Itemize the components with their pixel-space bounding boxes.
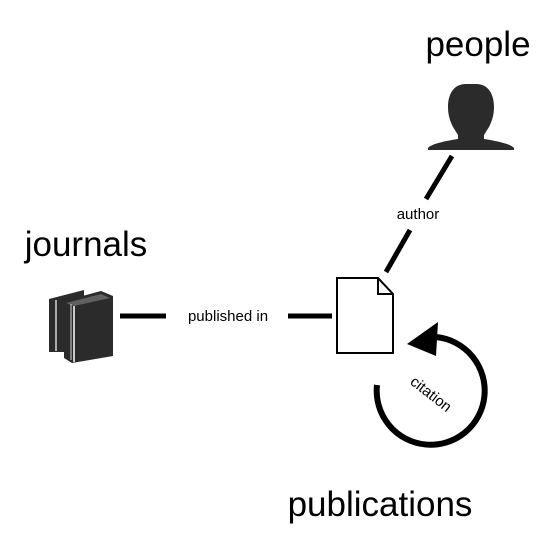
edge-published-in-label: published in [188,308,268,325]
publications-label: publications [288,485,473,524]
edge-citation-label: citation [407,373,455,416]
citation-loop-arc [373,334,488,448]
edge-published-in: published in [120,308,332,325]
document-icon [336,277,394,354]
edge-author-line-upper [423,154,455,201]
journals-label: journals [24,225,148,264]
person-icon [428,84,514,150]
people-label: people [425,25,530,64]
books-icon [49,290,113,363]
citation-arrowhead-icon [407,322,438,356]
edge-author-line-lower [383,228,413,274]
edge-author-label: author [397,206,440,223]
edge-author: author [383,154,455,274]
